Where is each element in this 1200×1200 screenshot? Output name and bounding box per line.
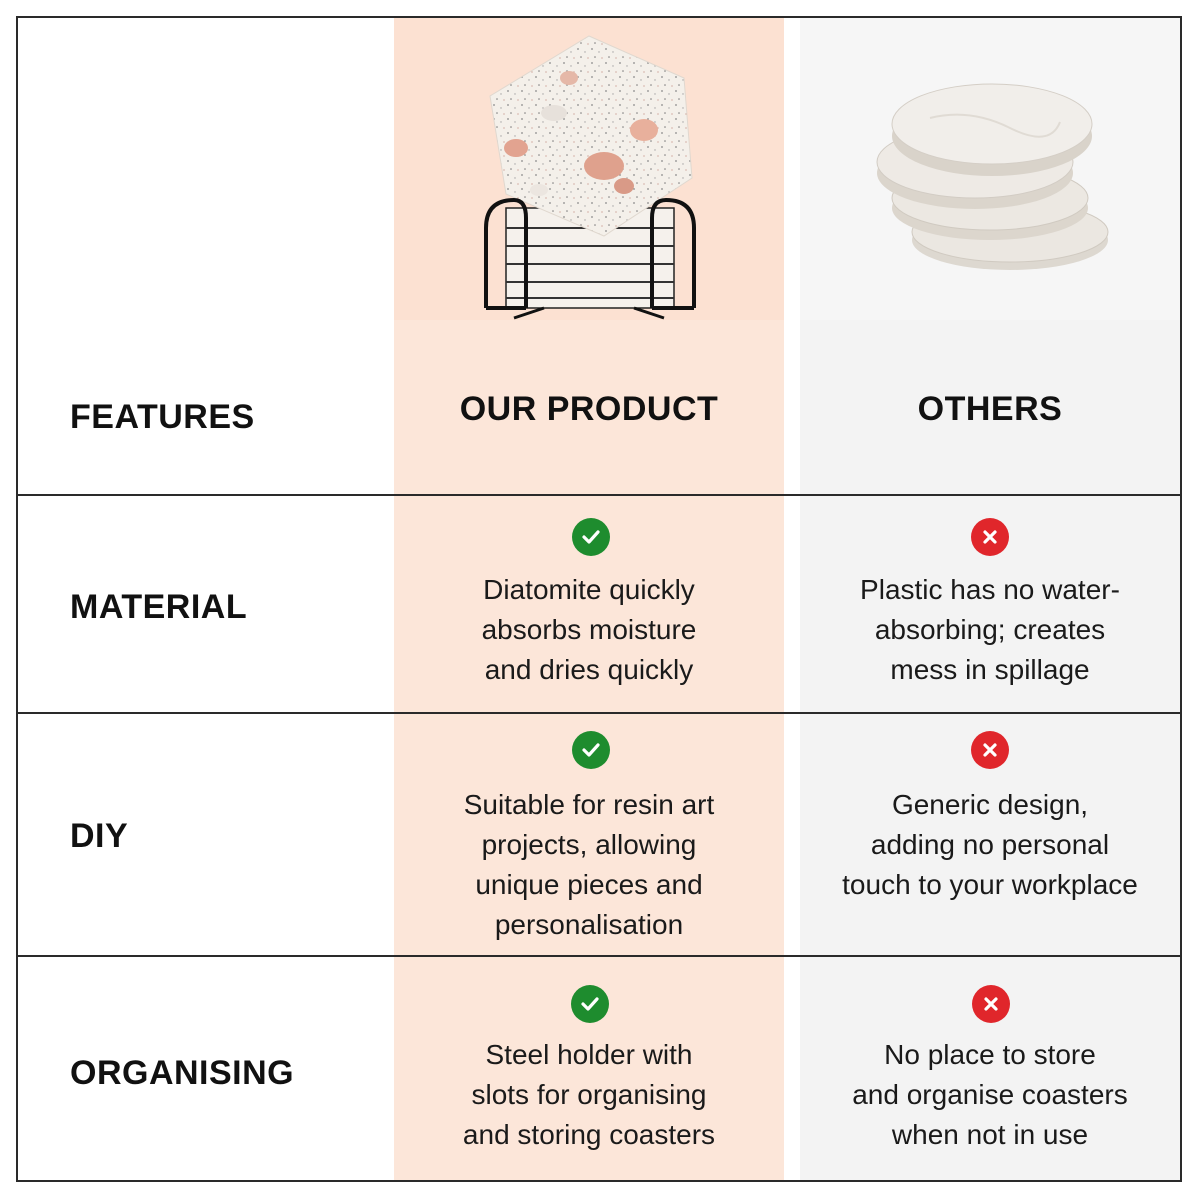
round-coasters-illustration: [876, 83, 1109, 270]
feature-label-material: MATERIAL: [70, 588, 248, 626]
others-material-text: Plastic has no water- absorbing; creates…: [860, 574, 1120, 685]
our-product-diy-text: Suitable for resin art projects, allowin…: [463, 789, 715, 940]
check-icon: [572, 518, 610, 556]
feature-label-diy: DIY: [70, 817, 129, 855]
others-product-image: [800, 18, 1180, 320]
check-icon: [572, 731, 610, 769]
our-product-organising-text: Steel holder with slots for organising a…: [462, 1039, 716, 1150]
hexagon-coaster-illustration: [484, 35, 696, 320]
others-organising-text: No place to store and organise coasters …: [852, 1039, 1128, 1150]
row-divider: [18, 712, 1182, 714]
others-diy-text: Generic design, adding no personal touch…: [842, 789, 1138, 900]
features-header: FEATURES: [70, 398, 255, 436]
row-divider: [18, 494, 1182, 496]
cross-icon: [972, 985, 1010, 1023]
our-product-header: OUR PRODUCT: [459, 390, 719, 428]
cross-icon: [971, 518, 1009, 556]
check-icon: [571, 985, 609, 1023]
row-divider: [18, 955, 1182, 957]
comparison-table-frame: [16, 16, 1182, 1182]
our-product-material-text: Diatomite quickly absorbs moisture and d…: [481, 574, 697, 685]
our-product-image: [394, 18, 784, 320]
feature-label-organising: ORGANISING: [70, 1054, 295, 1092]
cross-icon: [971, 731, 1009, 769]
others-header: OTHERS: [917, 390, 1063, 428]
